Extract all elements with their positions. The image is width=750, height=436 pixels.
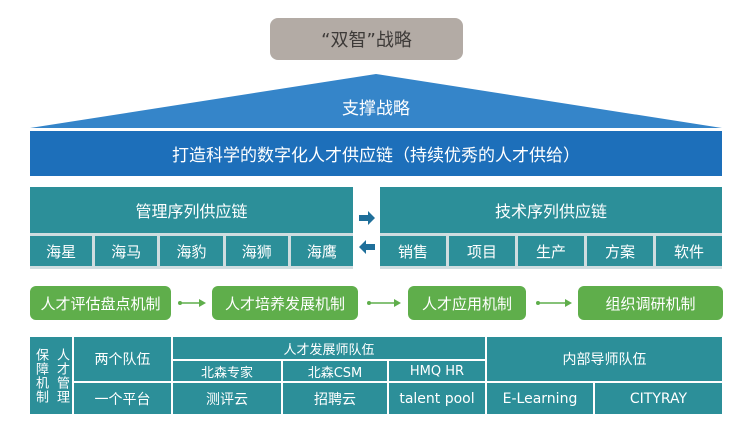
connector-arrow-icon xyxy=(178,299,206,307)
technical-item: 项目 xyxy=(449,236,515,266)
platform-item: 测评云 xyxy=(173,383,281,414)
row-label-one-platform: 一个平台 xyxy=(74,383,171,414)
technical-item: 销售 xyxy=(380,236,446,266)
dev-team-item: 北森CSM xyxy=(283,361,387,381)
technical-item: 软件 xyxy=(656,236,722,266)
mechanism-talent-application: 人才应用机制 xyxy=(408,286,526,320)
mechanism-talent-development: 人才培养发展机制 xyxy=(212,286,358,320)
management-supply-chain-panel: 管理序列供应链 海星 海马 海豹 海狮 海鹰 xyxy=(30,187,354,269)
dev-team-header: 人才发展师队伍 xyxy=(173,337,485,359)
management-item: 海豹 xyxy=(160,236,223,266)
technical-supply-chain-title: 技术序列供应链 xyxy=(380,187,722,233)
dev-team-item: 北森专家 xyxy=(173,361,281,381)
arrow-right-icon xyxy=(359,211,375,225)
mechanism-organization-survey: 组织调研机制 xyxy=(578,286,723,320)
management-items: 海星 海马 海豹 海狮 海鹰 xyxy=(30,233,354,269)
technical-item: 方案 xyxy=(587,236,653,266)
management-item: 海星 xyxy=(30,236,93,266)
supply-chain-band: 打造科学的数字化人才供应链（持续优秀的人才供给） xyxy=(30,131,722,176)
management-item: 海狮 xyxy=(225,236,288,266)
technical-item: 生产 xyxy=(518,236,584,266)
technical-items: 销售 项目 生产 方案 软件 xyxy=(380,233,722,269)
row-label-two-teams: 两个队伍 xyxy=(74,337,171,381)
platform-item: E-Learning xyxy=(487,383,593,414)
arrow-left-icon xyxy=(359,240,375,254)
connector-arrow-icon xyxy=(367,299,401,307)
technical-supply-chain-panel: 技术序列供应链 销售 项目 生产 方案 软件 xyxy=(380,187,722,269)
connector-arrow-icon xyxy=(536,299,572,307)
management-supply-chain-title: 管理序列供应链 xyxy=(30,187,353,233)
mechanism-talent-assessment: 人才评估盘点机制 xyxy=(30,286,171,320)
roof-label: 支撑战略 xyxy=(342,98,410,119)
guarantee-side-label: 保障机制 人才管理 xyxy=(30,337,72,414)
dev-team-item: HMQ HR xyxy=(389,361,485,381)
platform-item: CITYRAY xyxy=(595,383,722,414)
roof-shape xyxy=(30,74,722,128)
mentor-team-header: 内部导师队伍 xyxy=(487,337,722,381)
management-item: 海鹰 xyxy=(290,236,354,266)
guarantee-label: 保障机制 xyxy=(33,347,48,404)
talent-management-label: 人才管理 xyxy=(54,347,69,404)
strategy-title: “双智”战略 xyxy=(270,18,463,60)
platform-item: 招聘云 xyxy=(283,383,387,414)
management-item: 海马 xyxy=(95,236,158,266)
platform-item: talent pool xyxy=(389,383,485,414)
